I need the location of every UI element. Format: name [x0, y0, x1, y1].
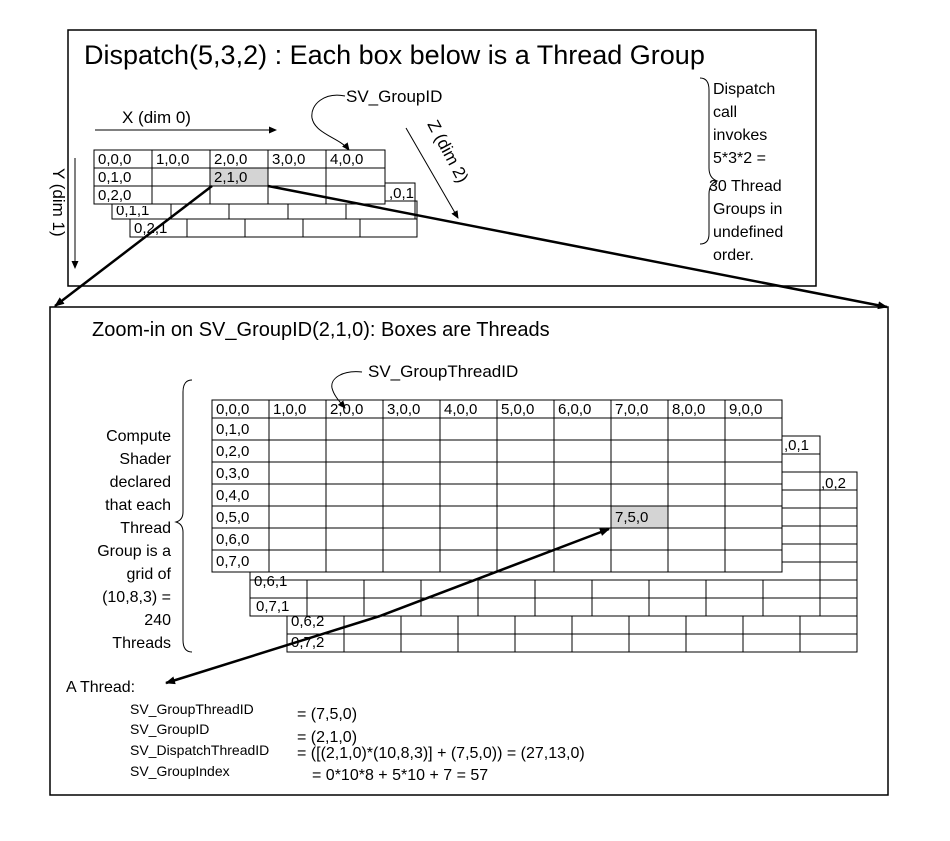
thread-cell-text: 7,0,0 — [615, 401, 648, 418]
sv-groupid-label: SV_GroupID — [346, 87, 442, 106]
semantic-name: SV_GroupIndex — [130, 763, 230, 779]
shader-note-line: that each — [105, 497, 171, 514]
a-thread-label: A Thread: — [66, 679, 135, 696]
thread-cell-text: ,0,1 — [784, 437, 809, 454]
thread-grid-z0 — [211, 399, 783, 573]
x-axis-label: X (dim 0) — [122, 108, 191, 127]
note-brace — [699, 77, 719, 245]
shader-brace — [174, 379, 193, 653]
semantic-value: = (2,1,0) — [297, 729, 357, 746]
top-cell-text: 4,0,0 — [330, 151, 363, 168]
note-line: Groups in — [713, 201, 782, 218]
shader-note-line: Compute — [106, 428, 171, 445]
semantic-value: = 0*10*8 + 5*10 + 7 = 57 — [312, 767, 488, 784]
top-cell-text: 0,1,0 — [98, 169, 131, 186]
semantic-value: = ([(2,1,0)*(10,8,3)] + (7,5,0)) = (27,1… — [297, 745, 585, 762]
note-line: 30 Thread — [709, 178, 782, 195]
shader-note-line: Shader — [119, 451, 171, 468]
top-cell-text: 1,0,0 — [156, 151, 189, 168]
zoom-arrow-right — [267, 184, 888, 310]
thread-cell-text: 0,2,0 — [216, 443, 249, 460]
z-axis-arrow — [405, 127, 459, 219]
sv-groupthreadid-callout — [331, 371, 363, 409]
top-cell-text: 0,1,1 — [116, 202, 149, 219]
shader-note-line: (10,8,3) = — [102, 589, 171, 606]
note-line: 5*3*2 = — [713, 150, 766, 167]
dispatch-title: Dispatch(5,3,2) : Each box below is a Th… — [84, 40, 705, 70]
semantic-value: = (7,5,0) — [297, 706, 357, 723]
thread-cell-text: ,0,2 — [821, 475, 846, 492]
thread-cell-text: 4,0,0 — [444, 401, 477, 418]
thread-cell-text: 2,0,0 — [330, 401, 363, 418]
zoom-title: Zoom-in on SV_GroupID(2,1,0): Boxes are … — [92, 319, 550, 341]
shader-note-line: grid of — [127, 566, 172, 583]
zoom-arrow-left — [54, 185, 213, 307]
note-line: Dispatch — [713, 81, 775, 98]
semantic-name: SV_GroupID — [130, 721, 209, 737]
shader-note-line: 240 — [144, 612, 171, 629]
top-highlight-text: 2,1,0 — [214, 169, 247, 186]
thread-cell-text: 0,6,2 — [291, 613, 324, 630]
thread-arrow-to-cell — [379, 527, 610, 618]
semantic-name: SV_GroupThreadID — [130, 701, 254, 717]
top-cell-text: 0,2,0 — [98, 187, 131, 204]
semantic-name: SV_DispatchThreadID — [130, 742, 269, 758]
thread-cell-text: 0,7,1 — [256, 598, 289, 615]
thread-highlight-cell — [610, 505, 669, 529]
thread-cell-text: 1,0,0 — [273, 401, 306, 418]
shader-note-line: Threads — [112, 635, 171, 652]
shader-note-line: declared — [110, 474, 171, 491]
note-line: call — [713, 104, 737, 121]
thread-arrow-to-label — [165, 614, 381, 685]
sv-groupid-callout — [311, 94, 350, 151]
thread-cell-text: 0,3,0 — [216, 465, 249, 482]
top-cell-text: 0,0,0 — [98, 151, 131, 168]
thread-cell-text: 0,0,0 — [216, 401, 249, 418]
note-line: invokes — [713, 127, 767, 144]
thread-cell-text: 0,5,0 — [216, 509, 249, 526]
top-cell-text: ,0,1 — [389, 185, 414, 202]
note-line: order. — [713, 247, 754, 264]
thread-highlight-text: 7,5,0 — [615, 509, 648, 526]
sv-groupthreadid-label: SV_GroupThreadID — [368, 362, 518, 381]
thread-cell-text: 6,0,0 — [558, 401, 591, 418]
thread-cell-text: 0,7,2 — [291, 634, 324, 651]
z-axis-label: Z (dim 2) — [423, 117, 472, 186]
thread-cell-text: 8,0,0 — [672, 401, 705, 418]
note-line: undefined — [713, 224, 783, 241]
thread-cell-text: 3,0,0 — [387, 401, 420, 418]
top-highlight-cell — [209, 167, 269, 187]
thread-cell-text: 0,6,0 — [216, 531, 249, 548]
zoom-panel — [49, 306, 889, 796]
top-cell-text: 3,0,0 — [272, 151, 305, 168]
y-axis-label: Y (dim 1) — [49, 168, 68, 237]
top-cell-text: 2,0,0 — [214, 151, 247, 168]
thread-cell-text: 0,7,0 — [216, 553, 249, 570]
shader-note-line: Thread — [120, 520, 171, 537]
thread-cell-text: 0,6,1 — [254, 573, 287, 590]
shader-note-line: Group is a — [97, 543, 171, 560]
thread-cell-text: 9,0,0 — [729, 401, 762, 418]
thread-cell-text: 5,0,0 — [501, 401, 534, 418]
thread-cell-text: 0,4,0 — [216, 487, 249, 504]
top-cell-text: 0,2,1 — [134, 220, 167, 237]
thread-cell-text: 0,1,0 — [216, 421, 249, 438]
dispatch-panel — [67, 29, 817, 287]
